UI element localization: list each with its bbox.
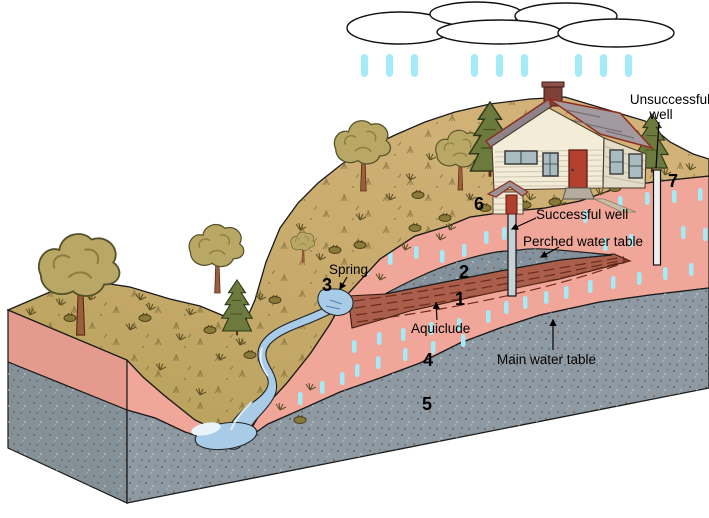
marker-6-successful-well: 6 (474, 194, 484, 214)
cloud-icon (557, 18, 675, 48)
well-house-roof (486, 180, 530, 198)
marker-7-unsuccessful-well: 7 (668, 171, 678, 191)
window (542, 152, 559, 177)
water-highlight (191, 422, 221, 436)
marker-2-perched-zone: 2 (459, 262, 469, 282)
conifer-icon (220, 278, 254, 337)
surface-water (191, 288, 354, 451)
well-house-door (505, 194, 518, 215)
leader-spring (339, 276, 348, 291)
leader-unsuccessful-well (655, 121, 660, 169)
perched-water-lens (384, 248, 613, 295)
rain-drops (361, 54, 632, 77)
marker-4-unsaturated-zone: 4 (423, 350, 433, 370)
well-house (486, 180, 530, 215)
well-pipe-successful (507, 204, 517, 297)
rain-clouds (346, 1, 675, 48)
leader-lines (339, 121, 660, 350)
stream (223, 297, 350, 450)
saturated-zone-texture (127, 288, 709, 503)
leader-perched-water-table (539, 246, 560, 258)
label-aquiclude: Aquiclude (411, 321, 470, 336)
well-pipe-unsuccessful (652, 169, 662, 266)
marker-5-saturated-zone: 5 (422, 394, 432, 414)
label-unsuccessful-well-line2: well (648, 107, 672, 122)
leader-aquiclude (432, 301, 440, 321)
walkway (593, 198, 637, 213)
steps (562, 187, 595, 200)
leader-successful-well (510, 217, 537, 230)
aquiclude-layer (347, 253, 632, 329)
label-unsuccessful-well-line1: Unsuccessful (630, 92, 709, 107)
marker-1-aquiclude: 1 (455, 289, 465, 309)
label-main-water-table: Main water table (497, 352, 596, 367)
label-successful-well: Successful well (536, 207, 628, 222)
marker-3-spring: 3 (322, 275, 332, 295)
house (484, 81, 655, 213)
label-perched-water-table: Perched water table (523, 234, 643, 249)
cloud-icon (436, 19, 562, 45)
label-spring: Spring (329, 262, 368, 277)
